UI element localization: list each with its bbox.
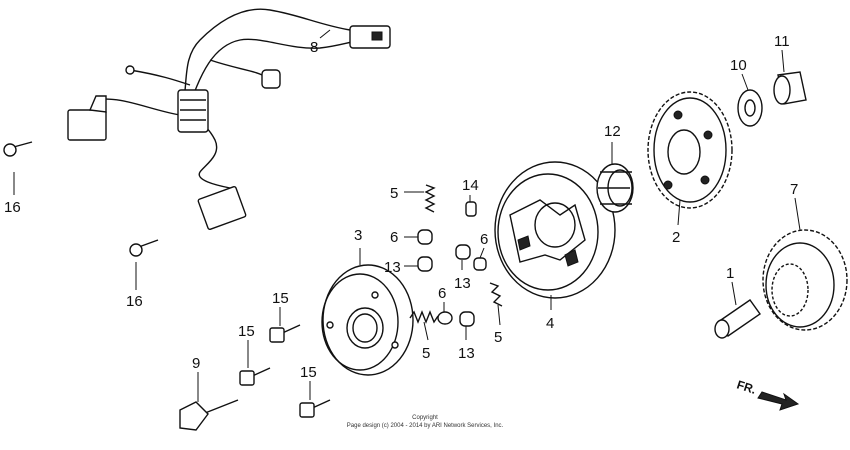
plunger-lower — [437, 311, 453, 325]
callout-5-right: 5 — [494, 329, 502, 346]
spring-upper — [424, 184, 436, 213]
plunger-mid — [473, 257, 487, 271]
starter-clutch-housing — [494, 161, 616, 299]
front-arrow-icon — [757, 391, 800, 411]
roller-mid — [455, 244, 471, 260]
fr-label: FR. — [735, 378, 758, 397]
callout-6-lower: 6 — [438, 285, 446, 302]
callout-16-lower: 16 — [126, 293, 143, 310]
copyright-notice: Copyright Page design (c) 2004 - 2014 by… — [347, 415, 504, 429]
callout-8: 8 — [310, 39, 318, 56]
callout-15-top: 15 — [272, 290, 289, 307]
callout-6-mid: 6 — [480, 231, 488, 248]
shaft — [714, 299, 761, 339]
callout-16-upper: 16 — [4, 199, 21, 216]
needle-bearing — [596, 163, 634, 213]
callout-7: 7 — [790, 181, 798, 198]
bolt-16-upper — [3, 141, 33, 157]
callout-5-lower: 5 — [422, 345, 430, 362]
wire-harness — [67, 8, 391, 231]
callout-13-lower: 13 — [458, 345, 475, 362]
starter-clutch-outer — [321, 264, 414, 376]
callout-3: 3 — [354, 227, 362, 244]
callout-14: 14 — [462, 177, 479, 194]
roller-upper — [417, 256, 433, 272]
bolt-15-top — [269, 324, 301, 343]
bolt-15-mid — [239, 367, 271, 386]
collar — [773, 71, 807, 105]
flange-bolt — [179, 399, 239, 431]
bolt-15-bottom — [299, 399, 331, 418]
leader-lines — [13, 29, 801, 402]
callout-1: 1 — [726, 265, 734, 282]
callout-2: 2 — [672, 229, 680, 246]
callout-13-upper: 13 — [384, 259, 401, 276]
plunger-upper — [417, 229, 433, 245]
idle-gear-7 — [762, 229, 848, 331]
washer — [737, 89, 763, 127]
callout-11: 11 — [774, 33, 790, 50]
callout-13-mid: 13 — [454, 275, 471, 292]
callout-15-mid: 15 — [238, 323, 255, 340]
front-direction-indicator: FR. — [735, 378, 800, 411]
copyright-line-1: Copyright — [412, 415, 438, 421]
driven-gear-2 — [647, 91, 733, 209]
roller-lower — [459, 311, 475, 327]
copyright-line-2: Page design (c) 2004 - 2014 by ARI Netwo… — [347, 423, 504, 429]
pin — [465, 201, 477, 217]
bolt-16-lower — [129, 239, 159, 257]
callout-12: 12 — [604, 123, 621, 140]
spring-mid — [489, 282, 503, 307]
callout-9: 9 — [192, 355, 200, 372]
callout-15-bottom: 15 — [300, 364, 317, 381]
callout-10: 10 — [730, 57, 747, 74]
callout-4: 4 — [546, 315, 554, 332]
spring-lower — [409, 310, 439, 324]
callout-labels: 8 16 16 3 5 6 13 14 6 13 5 4 6 5 13 12 2… — [4, 33, 798, 381]
callout-6-upper: 6 — [390, 229, 398, 246]
callout-5-upper: 5 — [390, 185, 398, 202]
